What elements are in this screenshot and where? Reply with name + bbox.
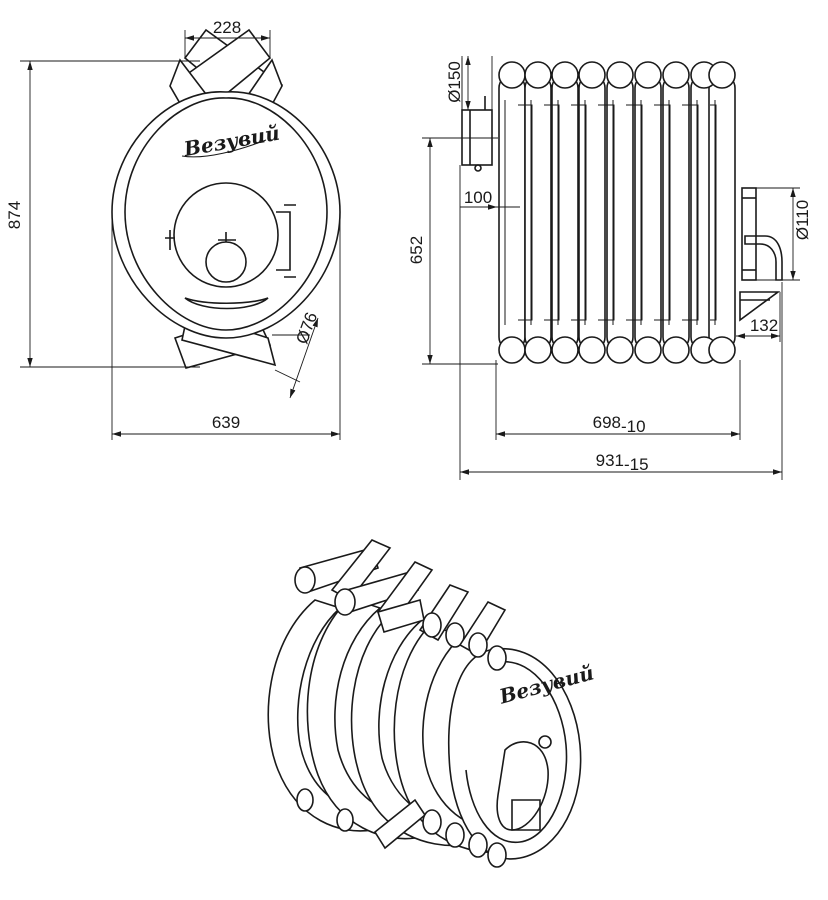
side-tube: [524, 74, 552, 351]
front-view: Везувий 228 874 639 Ø76: [5, 18, 341, 440]
side-tube: [708, 74, 736, 351]
dim-side-total-length: 931: [596, 451, 624, 470]
side-tube-end: [578, 61, 606, 89]
side-tube-end: [662, 61, 690, 89]
side-tube-end: [634, 336, 662, 364]
dim-side-door-diameter: Ø110: [793, 200, 812, 240]
side-tube: [578, 74, 606, 351]
front-body-inner: [124, 97, 328, 331]
side-tube-end: [606, 336, 634, 364]
front-ash-lip: [184, 297, 269, 310]
side-tube: [498, 74, 526, 351]
side-tube: [662, 74, 690, 351]
dim-side-body-length-tol: -10: [621, 417, 646, 436]
side-flue-pipe: [461, 109, 493, 166]
dim-side-door-depth: 132: [750, 316, 778, 335]
side-view: Ø150 652 100 Ø110 132 698 -10 931 -15: [407, 56, 812, 480]
side-tube: [551, 74, 579, 351]
side-tube-end: [524, 336, 552, 364]
side-door: [741, 187, 757, 281]
side-tube-end: [498, 336, 526, 364]
iso-top-pipes: [294, 539, 507, 671]
isometric-view: Везувий: [267, 539, 596, 868]
side-tube-end: [578, 336, 606, 364]
side-tube-end: [662, 336, 690, 364]
side-tube-end: [524, 61, 552, 89]
side-tube: [606, 74, 634, 351]
dim-front-height: 874: [5, 201, 24, 229]
side-tube: [634, 74, 662, 351]
front-door-port: [205, 241, 247, 283]
side-tube-end: [708, 61, 736, 89]
dim-side-height: 652: [407, 236, 426, 264]
iso-bottom-pipes: [296, 788, 507, 868]
dim-side-total-length-tol: -15: [624, 455, 649, 474]
dim-front-bottom-width: 639: [212, 413, 240, 432]
side-tube-end: [606, 61, 634, 89]
side-tube-end: [498, 61, 526, 89]
dim-front-pipe-diameter: Ø76: [292, 310, 321, 347]
side-tube-end: [634, 61, 662, 89]
dim-side-flue-offset: 100: [464, 188, 492, 207]
dim-side-flue-diameter: Ø150: [445, 61, 464, 103]
side-ash-lip: [739, 291, 781, 322]
dim-side-body-length: 698: [593, 413, 621, 432]
side-tube-end: [551, 61, 579, 89]
dim-front-top-width: 228: [213, 18, 241, 37]
iso-door: [496, 741, 549, 831]
dim-line-76: [289, 317, 319, 399]
side-tube-end: [551, 336, 579, 364]
side-tube-end: [708, 336, 736, 364]
side-tubes: [498, 61, 736, 364]
